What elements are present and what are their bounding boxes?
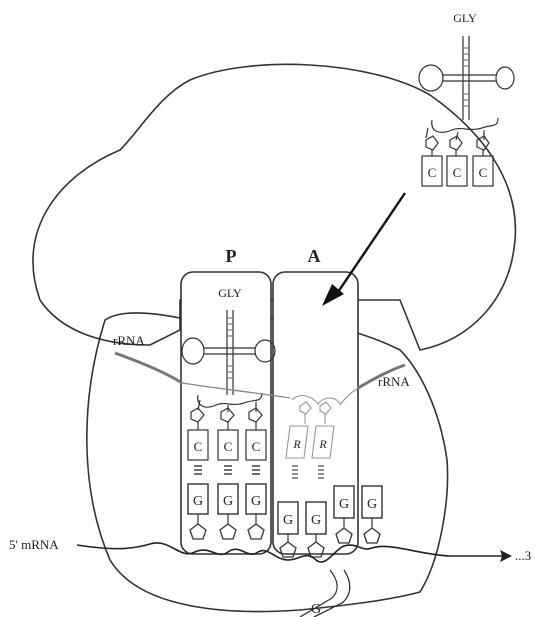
p-site-amino-acid-label: GLY — [218, 286, 242, 300]
p-anticodon-3: C — [252, 439, 261, 454]
exit-codon: G — [339, 497, 349, 512]
p-codon-3: G — [251, 494, 261, 509]
mrna-5-prime-label: 5' mRNA — [9, 537, 59, 552]
p-site-label: P — [226, 246, 237, 266]
incoming-anticodon-2: C — [453, 165, 462, 180]
incoming-trna: GLY C C C — [418, 11, 515, 187]
a-anticodon-1: R — [292, 437, 301, 451]
p-anticodon-1: C — [194, 439, 203, 454]
p-site-trna: GLY C C C — [181, 286, 276, 540]
p-codon-1: G — [193, 494, 203, 509]
downstream-codons: G G — [333, 485, 383, 544]
a-anticodon-2: R — [318, 437, 327, 451]
a-site-codons: G G — [277, 501, 327, 558]
a-site-label: A — [308, 246, 321, 266]
mrna-strand: 5' mRNA ...3 — [9, 537, 531, 563]
large-subunit — [32, 63, 517, 351]
p-anticodon-2: C — [224, 439, 233, 454]
p-codon-2: G — [223, 494, 233, 509]
rrna-strands: rRNA rRNA — [113, 333, 410, 406]
exiting-strand: G — [299, 569, 351, 617]
downstream-codon: G — [367, 497, 377, 512]
a-site-box — [272, 271, 359, 555]
rrna-left-label: rRNA — [113, 333, 145, 348]
incoming-anticodon-1: C — [428, 165, 437, 180]
incoming-trna-amino-acid-label: GLY — [453, 11, 477, 25]
rrna-right-label: rRNA — [378, 374, 410, 389]
p-site-box — [180, 271, 272, 555]
a-codon-1: G — [283, 513, 293, 528]
mrna-3-prime-label: ...3 — [515, 548, 531, 563]
incoming-anticodon-3: C — [479, 165, 488, 180]
entry-arrow — [322, 192, 406, 306]
a-codon-2: G — [311, 513, 321, 528]
a-site-faint-trna: R R — [285, 395, 341, 479]
exit-strand-label: G — [311, 602, 321, 617]
